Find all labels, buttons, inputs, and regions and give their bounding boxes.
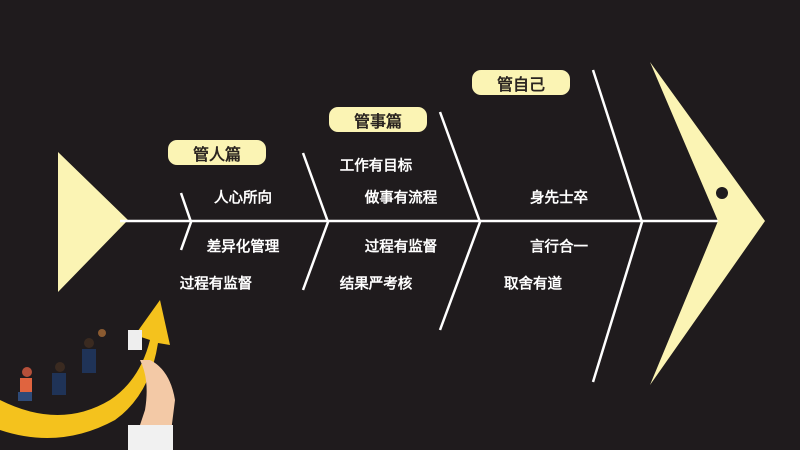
fish-tail [58, 152, 128, 292]
cause-item: 取舍有道 [504, 276, 562, 293]
fish-bone-2 [301, 152, 330, 291]
cause-item: 过程有监督 [364, 239, 438, 256]
category-label-people: 管人篇 [168, 140, 266, 165]
fish-bone-3 [438, 111, 482, 331]
business-team-illustration [0, 300, 175, 450]
cause-item: 身先士卒 [530, 190, 588, 207]
cause-item: 工作有目标 [339, 158, 413, 175]
cause-item: 过程有监督 [179, 276, 253, 293]
cause-item: 结果严考核 [339, 276, 413, 293]
cause-item: 做事有流程 [364, 190, 438, 207]
fish-head [650, 62, 765, 385]
cause-item: 差异化管理 [206, 239, 280, 256]
fish-bone-1 [179, 192, 193, 251]
category-label-affairs: 管事篇 [329, 107, 427, 132]
cause-item: 言行合一 [530, 239, 588, 256]
fish-bone-4 [591, 69, 644, 383]
fish-eye [716, 187, 728, 199]
cause-item: 人心所向 [214, 190, 272, 207]
category-label-self: 管自己 [472, 70, 570, 95]
